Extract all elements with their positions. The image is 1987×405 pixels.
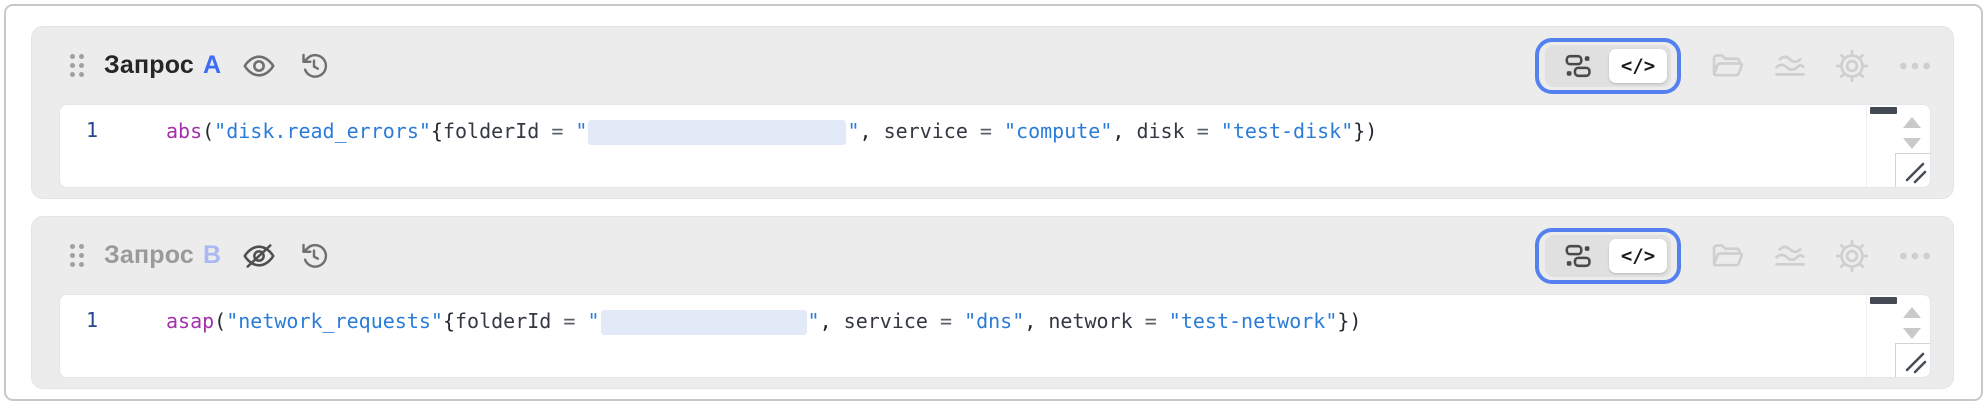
history-button[interactable] [297, 49, 331, 83]
scrollbar[interactable] [1866, 105, 1930, 187]
drag-handle-icon[interactable] [70, 244, 84, 267]
scroll-up-arrow[interactable] [1903, 117, 1921, 128]
code-icon: </> [1620, 244, 1656, 267]
eye-icon [243, 54, 275, 77]
panel-header: Запрос B < [32, 217, 1953, 294]
line-number: 1 [86, 118, 99, 142]
resize-grip[interactable] [1895, 153, 1930, 187]
blocks-icon [1565, 244, 1591, 267]
saved-queries-button[interactable] [1709, 237, 1747, 275]
code-view-button[interactable]: </> [1609, 238, 1667, 273]
query-title: Запрос [104, 241, 194, 269]
view-toggle: </> [1535, 227, 1681, 284]
waves-icon [1775, 55, 1805, 76]
scrollbar-thumb[interactable] [1870, 107, 1897, 114]
query-letter: B [202, 241, 222, 269]
query-panels-container: Запрос A < [12, 12, 1975, 393]
screenshot-frame: Запрос A < [4, 4, 1983, 401]
more-menu-button[interactable] [1895, 46, 1935, 86]
form-view-button[interactable] [1549, 49, 1607, 83]
waves-icon [1775, 245, 1805, 266]
scroll-up-arrow[interactable] [1903, 307, 1921, 318]
settings-button[interactable] [1833, 237, 1871, 275]
history-button[interactable] [297, 239, 331, 273]
folder-icon [1712, 53, 1744, 77]
history-icon [302, 53, 328, 78]
gear-icon [1835, 49, 1869, 82]
line-number: 1 [86, 308, 99, 332]
redacted-value [600, 310, 807, 335]
scrollbar[interactable] [1866, 295, 1930, 377]
redacted-value [588, 120, 847, 145]
code-line[interactable]: asap("network_requests"{folderId = "", s… [166, 309, 1362, 335]
query-letter: A [202, 51, 222, 79]
resize-grip[interactable] [1895, 343, 1930, 377]
code-editor[interactable]: 1 abs("disk.read_errors"{folderId = "", … [59, 104, 1931, 188]
query-title: Запрос [104, 51, 194, 79]
code-icon: </> [1620, 54, 1656, 77]
scroll-down-arrow[interactable] [1903, 328, 1921, 339]
saved-queries-button[interactable] [1709, 47, 1747, 85]
gear-icon [1835, 239, 1869, 272]
panel-header: Запрос A < [32, 27, 1953, 104]
blocks-icon [1565, 54, 1591, 77]
query-panel: Запрос A < [31, 26, 1954, 199]
code-view-button[interactable]: </> [1609, 48, 1667, 83]
chart-lines-button[interactable] [1771, 47, 1809, 85]
settings-button[interactable] [1833, 47, 1871, 85]
eye-off-icon [243, 243, 275, 268]
more-menu-button[interactable] [1895, 236, 1935, 276]
scrollbar-thumb[interactable] [1870, 297, 1897, 304]
more-icon [1900, 252, 1930, 259]
visibility-toggle[interactable] [241, 48, 277, 84]
folder-icon [1712, 243, 1744, 267]
form-view-button[interactable] [1549, 239, 1607, 273]
history-icon [302, 243, 328, 268]
code-editor[interactable]: 1 asap("network_requests"{folderId = "",… [59, 294, 1931, 378]
code-line[interactable]: abs("disk.read_errors"{folderId = "", se… [166, 119, 1378, 145]
query-panel: Запрос B < [31, 216, 1954, 389]
visibility-toggle[interactable] [241, 238, 277, 274]
scroll-down-arrow[interactable] [1903, 138, 1921, 149]
chart-lines-button[interactable] [1771, 237, 1809, 275]
view-toggle: </> [1535, 37, 1681, 94]
drag-handle-icon[interactable] [70, 54, 84, 77]
more-icon [1900, 62, 1930, 69]
